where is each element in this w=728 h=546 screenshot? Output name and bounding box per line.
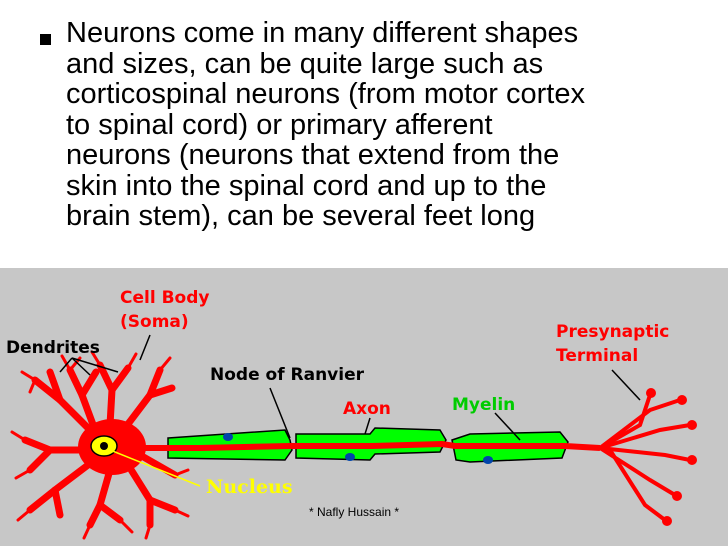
- label-cell-body: Cell Body: [120, 288, 209, 308]
- bullet-text: Neurons come in many different shapes an…: [66, 18, 726, 232]
- credit-text: * Nafly Hussain *: [309, 505, 400, 519]
- bullet-line: and sizes, can be quite large such as: [66, 47, 544, 80]
- label-myelin: Myelin: [452, 395, 515, 415]
- dendrite-fine-branches: [10, 350, 190, 540]
- bullet-line: neurons (neurons that extend from the: [66, 139, 560, 171]
- label-soma: (Soma): [120, 312, 189, 332]
- label-terminal: Terminal: [556, 346, 638, 366]
- label-node-of-ranvier: Node of Ranvier: [210, 365, 365, 385]
- bullet-line: skin into the spinal cord and up to the: [66, 169, 547, 202]
- bullet-line: brain stem), can be several feet long: [66, 200, 536, 232]
- neuron-diagram: Cell Body (Soma) Dendrites Node of Ranvi…: [0, 268, 728, 546]
- label-nucleus: Nucleus: [206, 476, 293, 498]
- bullet-line: corticospinal neurons (from motor cortex: [66, 78, 585, 110]
- label-axon: Axon: [343, 399, 391, 419]
- label-presynaptic: Presynaptic: [556, 322, 669, 342]
- text-area: Neurons come in many different shapes an…: [0, 0, 728, 268]
- bullet-line: Neurons come in many different shapes: [66, 17, 579, 49]
- presynaptic-terminal-shape: [598, 393, 692, 522]
- axon-shape: [140, 440, 601, 451]
- dendrites-shape: [21, 361, 179, 529]
- neuron-illustration: Cell Body (Soma) Dendrites Node of Ranvi…: [6, 288, 697, 540]
- terminal-boutons: [646, 388, 697, 526]
- bullet-square-icon: [40, 34, 51, 45]
- bullet-line: to spinal cord) or primary afferent: [66, 108, 493, 141]
- label-dendrites: Dendrites: [6, 338, 100, 358]
